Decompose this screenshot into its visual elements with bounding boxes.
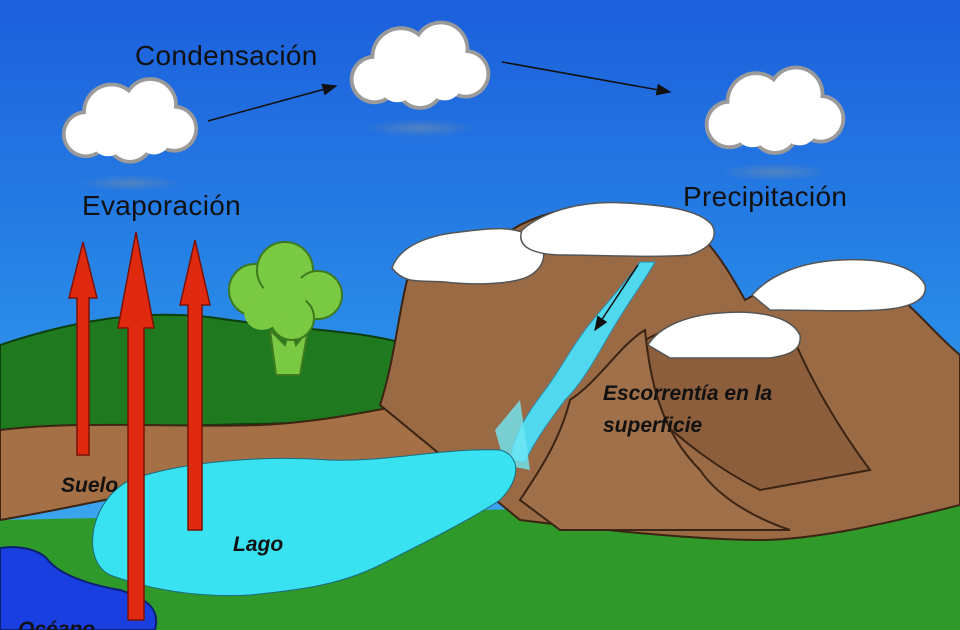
label-runoff-line2: superficie (603, 414, 703, 437)
label-ocean: Océano (18, 618, 96, 630)
label-evaporation: Evaporación (82, 190, 241, 221)
ocean (0, 546, 158, 630)
evaporation-arrow-icon (68, 241, 98, 456)
evaporation-arrow-icon (179, 239, 211, 531)
tree-icon (228, 241, 343, 376)
green-hill (0, 313, 422, 432)
label-soil: Suelo (61, 474, 119, 497)
evaporation-arrow-icon (117, 231, 155, 621)
label-runoff-line1: Escorrentía en la (603, 382, 773, 405)
arrow-icon (207, 83, 338, 122)
snow-caps (391, 201, 926, 359)
arrow-icon (594, 264, 639, 332)
arrow-icon (501, 61, 672, 96)
label-lake: Lago (233, 533, 284, 556)
label-condensation: Condensación (135, 40, 318, 71)
label-precipitation: Precipitación (683, 181, 848, 212)
